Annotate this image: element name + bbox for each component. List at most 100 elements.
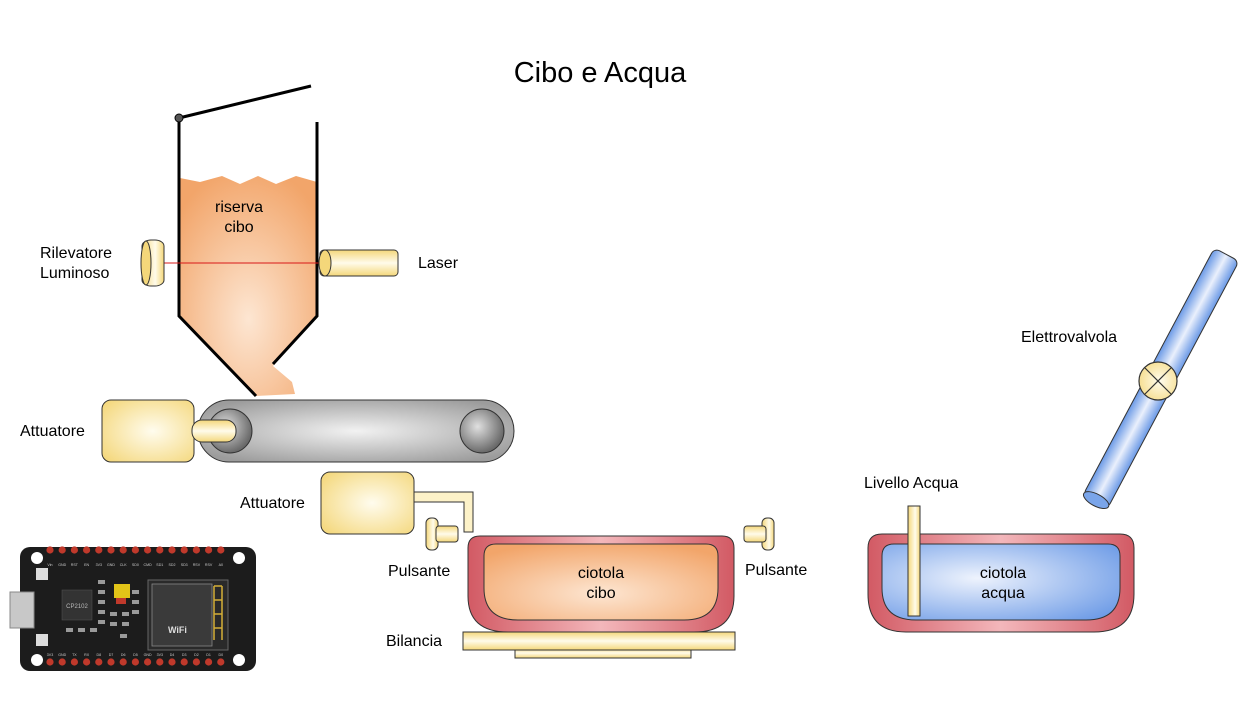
smd-part (98, 580, 105, 584)
mounting-hole (233, 552, 245, 564)
pin-label-bottom: D4 (170, 653, 175, 657)
pin-label-top: EN (84, 563, 89, 567)
capacitor (114, 584, 130, 598)
pin-label-bottom: D3 (182, 653, 187, 657)
pin-label-bottom: RX (84, 653, 90, 657)
header-pin-bottom (58, 658, 66, 666)
hopper-wall-right (271, 122, 319, 366)
food-hopper (174, 84, 319, 398)
usb-connector (9, 591, 35, 629)
pin-label-top: 3V3 (96, 563, 102, 567)
mounting-hole (233, 654, 245, 666)
smd-part (66, 628, 73, 632)
smd-part (132, 600, 139, 604)
solenoid-valve-icon (1138, 361, 1178, 401)
smd-part (98, 620, 105, 624)
usb-chip-label: CP2102 (66, 604, 88, 610)
pin-label-top: CLK (120, 563, 128, 567)
header-pin-bottom (107, 658, 115, 666)
header-pin-top (217, 546, 225, 554)
pin-label-bottom: D1 (206, 653, 211, 657)
diagram-title: Cibo e Acqua (513, 57, 687, 89)
header-pin-bottom (95, 658, 103, 666)
smd-part (132, 590, 139, 594)
label-pulsante-right: Pulsante (745, 562, 808, 579)
header-pin-bottom (217, 658, 225, 666)
pin-label-bottom: D2 (194, 653, 199, 657)
smd-part (98, 600, 105, 604)
food-content (180, 176, 317, 396)
pin-label-bottom: D8 (96, 653, 101, 657)
led (116, 598, 126, 604)
belt-roller-right (459, 408, 505, 454)
header-pin-top (156, 546, 164, 554)
actuator-bottom (320, 471, 474, 535)
label-pulsante-left: Pulsante (388, 563, 451, 580)
pin-label-bottom: GND (144, 653, 152, 657)
label-bilancia: Bilancia (386, 633, 443, 650)
header-pin-top (107, 546, 115, 554)
label-livello-acqua: Livello Acqua (864, 475, 959, 492)
header-pin-top (119, 546, 127, 554)
header-pin-top (144, 546, 152, 554)
header-pin-top (192, 546, 200, 554)
pin-label-top: RST (71, 563, 79, 567)
pin-label-top: GND (107, 563, 115, 567)
smd-part (110, 612, 117, 616)
header-pin-top (70, 546, 78, 554)
scale (462, 631, 736, 659)
header-pin-bottom (131, 658, 139, 666)
header-pin-bottom (70, 658, 78, 666)
pin-label-bottom: 3V3 (157, 653, 163, 657)
header-pin-bottom (119, 658, 127, 666)
label-elettrovalvola: Elettrovalvola (1021, 329, 1118, 346)
label-laser: Laser (418, 255, 459, 272)
food-bowl (467, 535, 735, 633)
light-detector (140, 239, 165, 287)
flash-button (36, 634, 48, 646)
header-pin-bottom (205, 658, 213, 666)
hopper-lid (178, 84, 312, 120)
reset-button (36, 568, 48, 580)
pin-label-bottom: 3V3 (47, 653, 53, 657)
pin-label-top: SD1 (156, 563, 163, 567)
button-sensor-right (743, 517, 775, 551)
smd-part (132, 610, 139, 614)
pin-label-top: SD3 (181, 563, 188, 567)
laser-emitter (318, 249, 399, 277)
header-pin-top (58, 546, 66, 554)
esp-shield (151, 583, 213, 647)
header-pin-bottom (144, 658, 152, 666)
smd-part (90, 628, 97, 632)
mounting-hole (31, 654, 43, 666)
header-pin-bottom (192, 658, 200, 666)
pin-label-bottom: TX (72, 653, 77, 657)
pin-label-bottom: D0 (218, 653, 223, 657)
header-pins-bottom: 3V3 GND TX RX D8 D7 D6 D5 GND 3V3 D4 D3 D2 D1 D0 (46, 653, 225, 666)
pin-label-bottom: D6 (121, 653, 126, 657)
pin-label-bottom: D7 (109, 653, 114, 657)
pin-label-top: RSV (205, 563, 213, 567)
smd-part (78, 628, 85, 632)
header-pin-top (205, 546, 213, 554)
smd-part (98, 610, 105, 614)
pin-label-bottom: GND (58, 653, 66, 657)
header-pin-top (95, 546, 103, 554)
water-level-sensor (907, 505, 921, 617)
header-pin-top (83, 546, 91, 554)
lid-hinge (174, 113, 184, 123)
water-bowl (867, 533, 1135, 633)
header-pin-bottom (46, 658, 54, 666)
label-attuatore-bottom: Attuatore (240, 495, 305, 512)
pin-label-bottom: D5 (133, 653, 138, 657)
pin-label-top: RSV (193, 563, 201, 567)
header-pin-bottom (156, 658, 164, 666)
header-pin-top (168, 546, 176, 554)
